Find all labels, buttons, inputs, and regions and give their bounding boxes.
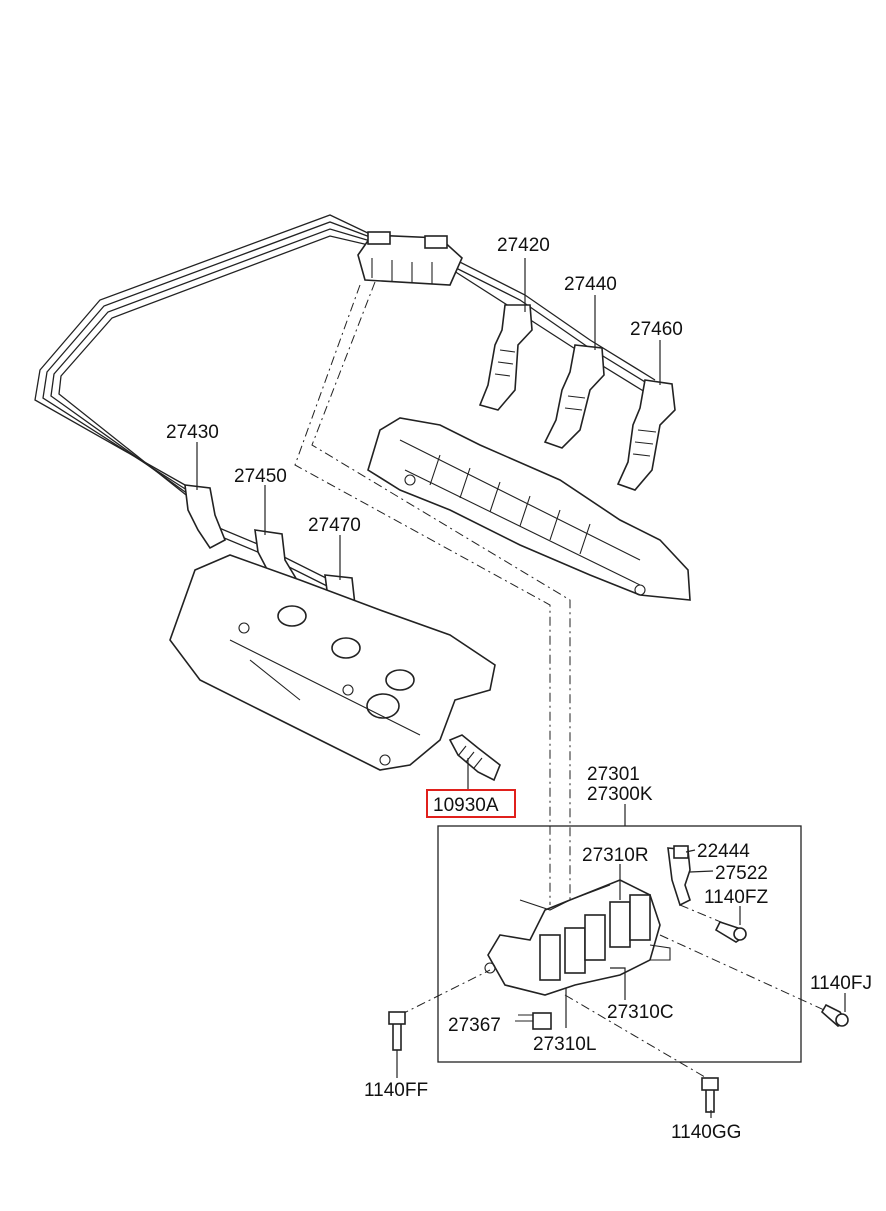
connector-22444 bbox=[673, 845, 689, 859]
label-27310L: 27310L bbox=[533, 1034, 596, 1055]
label-27300K: 27300K bbox=[587, 784, 653, 805]
bolt-1140FJ bbox=[820, 1003, 849, 1027]
reference-lines bbox=[294, 281, 836, 1081]
leader-lines bbox=[196, 258, 846, 1118]
label-1140FJ: 1140FJ bbox=[810, 973, 872, 994]
label-27460: 27460 bbox=[630, 319, 683, 340]
right-head-cover bbox=[367, 417, 691, 601]
plug-cable-27440 bbox=[543, 344, 605, 449]
left-head-cover bbox=[169, 554, 496, 771]
spark-plug bbox=[448, 734, 501, 782]
part-labels: 27420 27440 27460 27430 27450 27470 1093… bbox=[166, 235, 872, 1143]
label-22444: 22444 bbox=[697, 841, 750, 862]
coil-assembly-box bbox=[437, 825, 802, 1063]
label-27430: 27430 bbox=[166, 422, 219, 443]
label-1140GG: 1140GG bbox=[671, 1122, 741, 1143]
label-27440: 27440 bbox=[564, 274, 617, 295]
label-27420: 27420 bbox=[497, 235, 550, 256]
bolt-1140GG bbox=[701, 1077, 719, 1113]
label-1140FZ: 1140FZ bbox=[704, 887, 768, 908]
ignition-cable-harness bbox=[34, 214, 656, 591]
plug-cable-27460 bbox=[616, 379, 676, 491]
highlight-box bbox=[426, 789, 516, 818]
label-27301: 27301 bbox=[587, 764, 640, 785]
label-10930A: 10930A bbox=[433, 795, 499, 816]
label-27310R: 27310R bbox=[582, 845, 649, 866]
label-1140FF: 1140FF bbox=[364, 1080, 428, 1101]
plug-cable-27420 bbox=[478, 304, 533, 411]
bolt-1140FF bbox=[388, 1011, 406, 1051]
label-27450: 27450 bbox=[234, 466, 287, 487]
label-27522: 27522 bbox=[715, 863, 768, 884]
connector-27367 bbox=[515, 1012, 552, 1030]
plug-cable-27430 bbox=[184, 484, 227, 550]
label-27470: 27470 bbox=[308, 515, 361, 536]
label-27310C: 27310C bbox=[607, 1002, 674, 1023]
bolt-1140FZ bbox=[714, 921, 747, 943]
label-27367: 27367 bbox=[448, 1015, 501, 1036]
ignition-coil-assembly bbox=[484, 879, 671, 996]
